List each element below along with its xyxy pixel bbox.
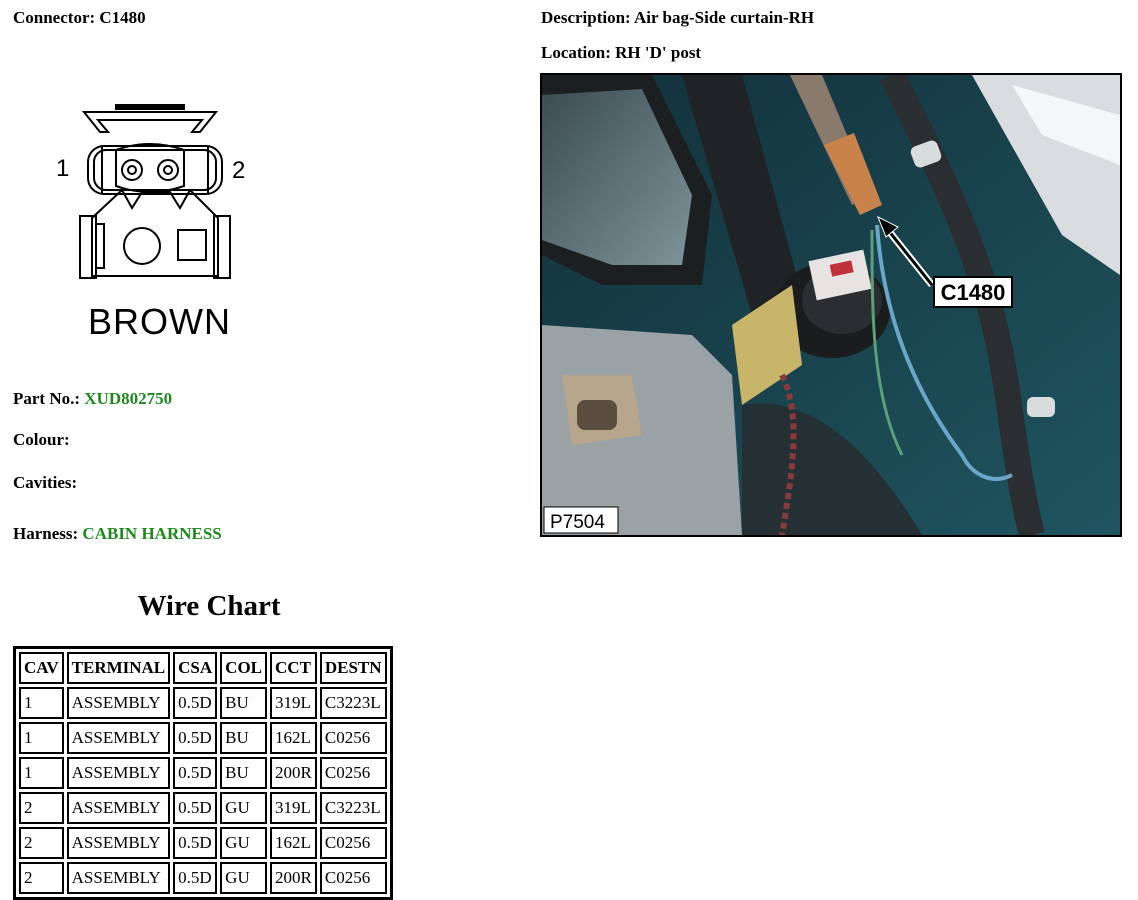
cell-cav: 1 xyxy=(19,757,64,789)
cell-destn: C3223L xyxy=(319,792,387,824)
pin-1-label: 1 xyxy=(56,155,69,182)
cell-cav: 2 xyxy=(19,827,64,859)
colour-label: Colour: xyxy=(13,430,70,449)
cell-col: GU xyxy=(220,827,268,859)
cell-destn: C0256 xyxy=(319,757,387,789)
table-row: 1 ASSEMBLY 0.5D BU 200R C0256 xyxy=(19,757,387,789)
cell-terminal: ASSEMBLY xyxy=(66,757,171,789)
cell-cct: 200R xyxy=(270,757,317,789)
cell-cav: 2 xyxy=(19,792,64,824)
cell-col: BU xyxy=(220,757,268,789)
harness-value: CABIN HARNESS xyxy=(82,524,222,543)
cell-csa: 0.5D xyxy=(173,862,218,894)
table-row: 2 ASSEMBLY 0.5D GU 200R C0256 xyxy=(19,862,387,894)
table-row: 2 ASSEMBLY 0.5D GU 162L C0256 xyxy=(19,827,387,859)
harness-label: Harness: xyxy=(13,524,79,543)
part-no-row: Part No.: XUD802750 xyxy=(13,389,172,409)
table-row: 1 ASSEMBLY 0.5D BU 162L C0256 xyxy=(19,722,387,754)
connector-face-diagram: 1 2 BROWN xyxy=(56,104,245,342)
wire-chart-title: Wire Chart xyxy=(137,590,281,622)
description-label-text: Description: xyxy=(541,8,631,27)
header-cav: CAV xyxy=(19,652,64,684)
pin-2-label: 2 xyxy=(232,157,245,184)
cell-terminal: ASSEMBLY xyxy=(66,792,171,824)
location-value: RH 'D' post xyxy=(615,43,702,62)
table-row: 2 ASSEMBLY 0.5D GU 319L C3223L xyxy=(19,792,387,824)
table-row: 1 ASSEMBLY 0.5D BU 319L C3223L xyxy=(19,687,387,719)
harness-row: Harness: CABIN HARNESS xyxy=(13,524,222,544)
connector-label-text: Connector: xyxy=(13,8,96,27)
cell-cct: 162L xyxy=(270,827,317,859)
cell-terminal: ASSEMBLY xyxy=(66,827,171,859)
header-terminal: TERMINAL xyxy=(66,652,171,684)
cavities-label: Cavities: xyxy=(13,473,78,492)
cell-destn: C0256 xyxy=(319,827,387,859)
cell-terminal: ASSEMBLY xyxy=(66,862,171,894)
wire-chart-table: CAV TERMINAL CSA COL CCT DESTN 1 ASSEMBL… xyxy=(13,646,393,900)
cavities-row: Cavities: xyxy=(13,473,77,493)
cell-destn: C0256 xyxy=(319,722,387,754)
cell-col: GU xyxy=(220,792,268,824)
header-col: COL xyxy=(220,652,268,684)
cell-cav: 1 xyxy=(19,722,64,754)
wire-chart-header-row: CAV TERMINAL CSA COL CCT DESTN xyxy=(19,652,387,684)
cell-cav: 1 xyxy=(19,687,64,719)
cell-csa: 0.5D xyxy=(173,757,218,789)
cell-csa: 0.5D xyxy=(173,722,218,754)
cell-destn: C0256 xyxy=(319,862,387,894)
cell-cct: 319L xyxy=(270,792,317,824)
cell-cct: 319L xyxy=(270,687,317,719)
location-photo-illustration: C1480 P7504 xyxy=(542,75,1120,535)
connector-value: C1480 xyxy=(99,8,146,27)
cell-cct: 200R xyxy=(270,862,317,894)
connector-label: Connector: C1480 xyxy=(13,8,146,28)
cell-terminal: ASSEMBLY xyxy=(66,722,171,754)
header-cct: CCT xyxy=(270,652,317,684)
part-no-label: Part No.: xyxy=(13,389,81,408)
cell-cav: 2 xyxy=(19,862,64,894)
photo-reference-label: P7504 xyxy=(550,512,605,533)
location-photo: C1480 P7504 xyxy=(540,73,1122,537)
location-label: Location: RH 'D' post xyxy=(541,43,701,63)
colour-row: Colour: xyxy=(13,430,70,450)
cell-csa: 0.5D xyxy=(173,792,218,824)
description-value: Air bag-Side curtain-RH xyxy=(634,8,815,27)
cell-col: BU xyxy=(220,722,268,754)
header-csa: CSA xyxy=(173,652,218,684)
cell-csa: 0.5D xyxy=(173,827,218,859)
connector-colour-text: BROWN xyxy=(88,301,231,342)
photo-callout-label: C1480 xyxy=(941,280,1006,305)
cell-cct: 162L xyxy=(270,722,317,754)
cell-destn: C3223L xyxy=(319,687,387,719)
cell-col: GU xyxy=(220,862,268,894)
description-label: Description: Air bag-Side curtain-RH xyxy=(541,8,814,28)
cell-csa: 0.5D xyxy=(173,687,218,719)
part-no-value: XUD802750 xyxy=(84,389,173,408)
header-destn: DESTN xyxy=(319,652,387,684)
location-label-text: Location: xyxy=(541,43,611,62)
cell-terminal: ASSEMBLY xyxy=(66,687,171,719)
cell-col: BU xyxy=(220,687,268,719)
